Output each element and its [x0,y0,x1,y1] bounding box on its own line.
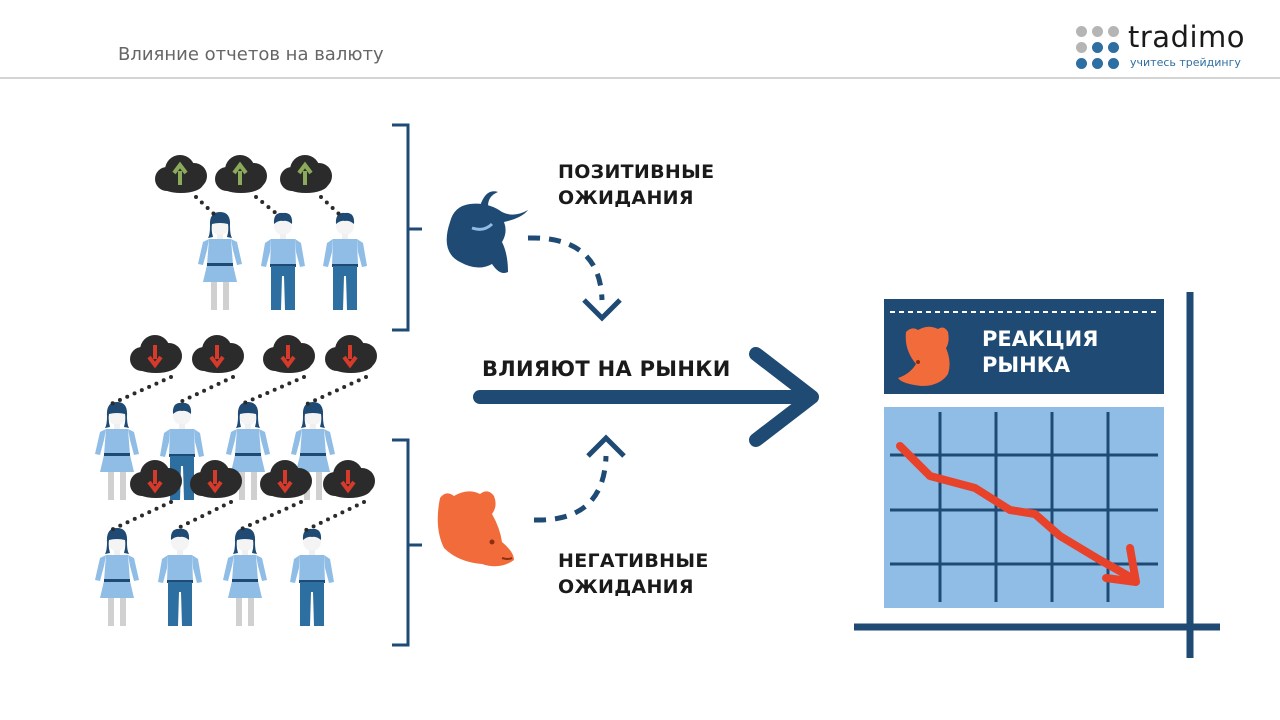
main-arrow-head [749,347,819,447]
down-arrow-icon [340,470,356,494]
positive-expectations-label: ПОЗИТИВНЫЕ ОЖИДАНИЯ [558,161,715,209]
thought-dots [172,500,233,532]
positive-dashed-arrow [527,235,605,301]
down-arrow-icon [209,345,225,369]
woman-figure [223,528,267,626]
bear-icon [437,491,514,567]
thought-dots [254,195,279,216]
negative-dashed-arrowhead [586,434,626,458]
man-figure [323,212,367,310]
logo-name: tradimo [1128,20,1246,54]
header-divider [0,77,1280,79]
negative-dashed-arrow [533,455,609,523]
thought-dots [319,195,341,216]
down-arrow-icon [342,345,358,369]
negative-expectations-label: НЕГАТИВНЫЕ ОЖИДАНИЯ [558,550,709,598]
woman-figure [95,528,139,626]
thought-dots [304,500,366,532]
woman-figure [198,212,242,310]
man-figure [261,212,305,310]
thought-dots [237,500,303,532]
thought-dots [109,500,173,532]
positive-dashed-arrowhead [582,298,622,322]
bull-icon [446,191,528,273]
thought-dots [240,375,306,406]
negative-bracket [392,438,422,647]
thought-dots [194,195,216,216]
influence-label: ВЛИЯЮТ НА РЫНКИ [482,357,731,381]
downtrend-line [896,442,1136,582]
positive-bracket [392,123,422,332]
market-reaction-label: РЕАКЦИЯ РЫНКА [982,327,1099,377]
down-arrow-icon [147,470,163,494]
dots-grid-icon [1076,26,1120,70]
down-arrow-icon [277,470,293,494]
logo-tagline: учитесь трейдингу [1130,56,1241,69]
crowd-illustration [95,155,377,626]
up-arrow-icon [172,161,188,185]
downtrend-arrowhead [1102,544,1140,586]
thought-dots [305,375,368,406]
logo: tradimo учитесь трейдингу [1076,20,1266,74]
page-title: Влияние отчетов на валюту [118,44,384,65]
up-arrow-icon [232,161,248,185]
down-arrow-icon [207,470,223,494]
man-figure [290,528,334,626]
up-arrow-icon [297,161,313,185]
reaction-bear-icon [898,326,950,386]
chart-grid-panel [884,407,1164,608]
thought-dots [109,375,173,406]
man-figure [158,528,202,626]
down-arrow-icon [280,345,296,369]
thought-dots [174,375,235,406]
down-arrow-icon [147,345,163,369]
